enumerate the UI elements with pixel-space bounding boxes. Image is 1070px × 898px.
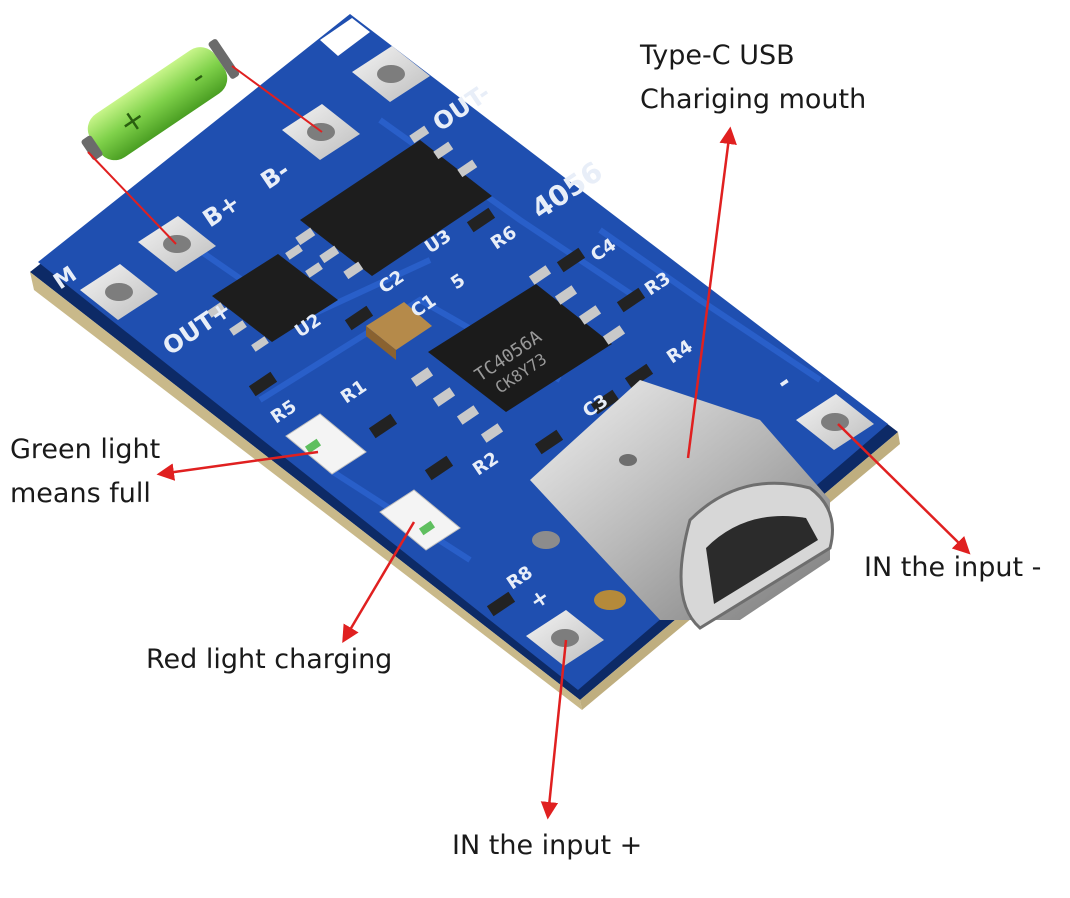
usb-type-c-connector (530, 380, 834, 630)
led-green (285, 413, 367, 475)
arrow-red-light (342, 521, 416, 644)
chip-u2 (207, 244, 338, 352)
label-in-minus: IN the input - (864, 552, 1042, 583)
arrow-usb (686, 126, 737, 459)
battery-wires (87, 65, 323, 245)
led-red (379, 489, 461, 551)
label-in-plus: IN the input + (452, 830, 643, 861)
label-green-line2: means full (10, 478, 151, 509)
annotation-arrows (156, 126, 971, 820)
chip-tc4056a: TC4056A CK8Y73 (410, 265, 626, 443)
arrow-in-minus (837, 423, 971, 555)
label-green-line1: Green light (10, 434, 161, 465)
arrow-in-plus (540, 639, 568, 820)
chip-protection (295, 125, 492, 280)
arrow-green-light (156, 450, 319, 481)
pad-out-minus (352, 46, 430, 102)
pad-in-plus (526, 610, 604, 666)
capacitor-c1 (366, 302, 432, 360)
label-usb-line1: Type-C USB (640, 40, 795, 71)
smd-components (248, 207, 654, 617)
label-usb-line2: Chariging mouth (640, 84, 867, 115)
label-red-light: Red light charging (146, 644, 393, 675)
battery-icon: + - (81, 39, 240, 161)
pad-out-plus (80, 264, 158, 320)
pad-b-plus (138, 216, 216, 272)
